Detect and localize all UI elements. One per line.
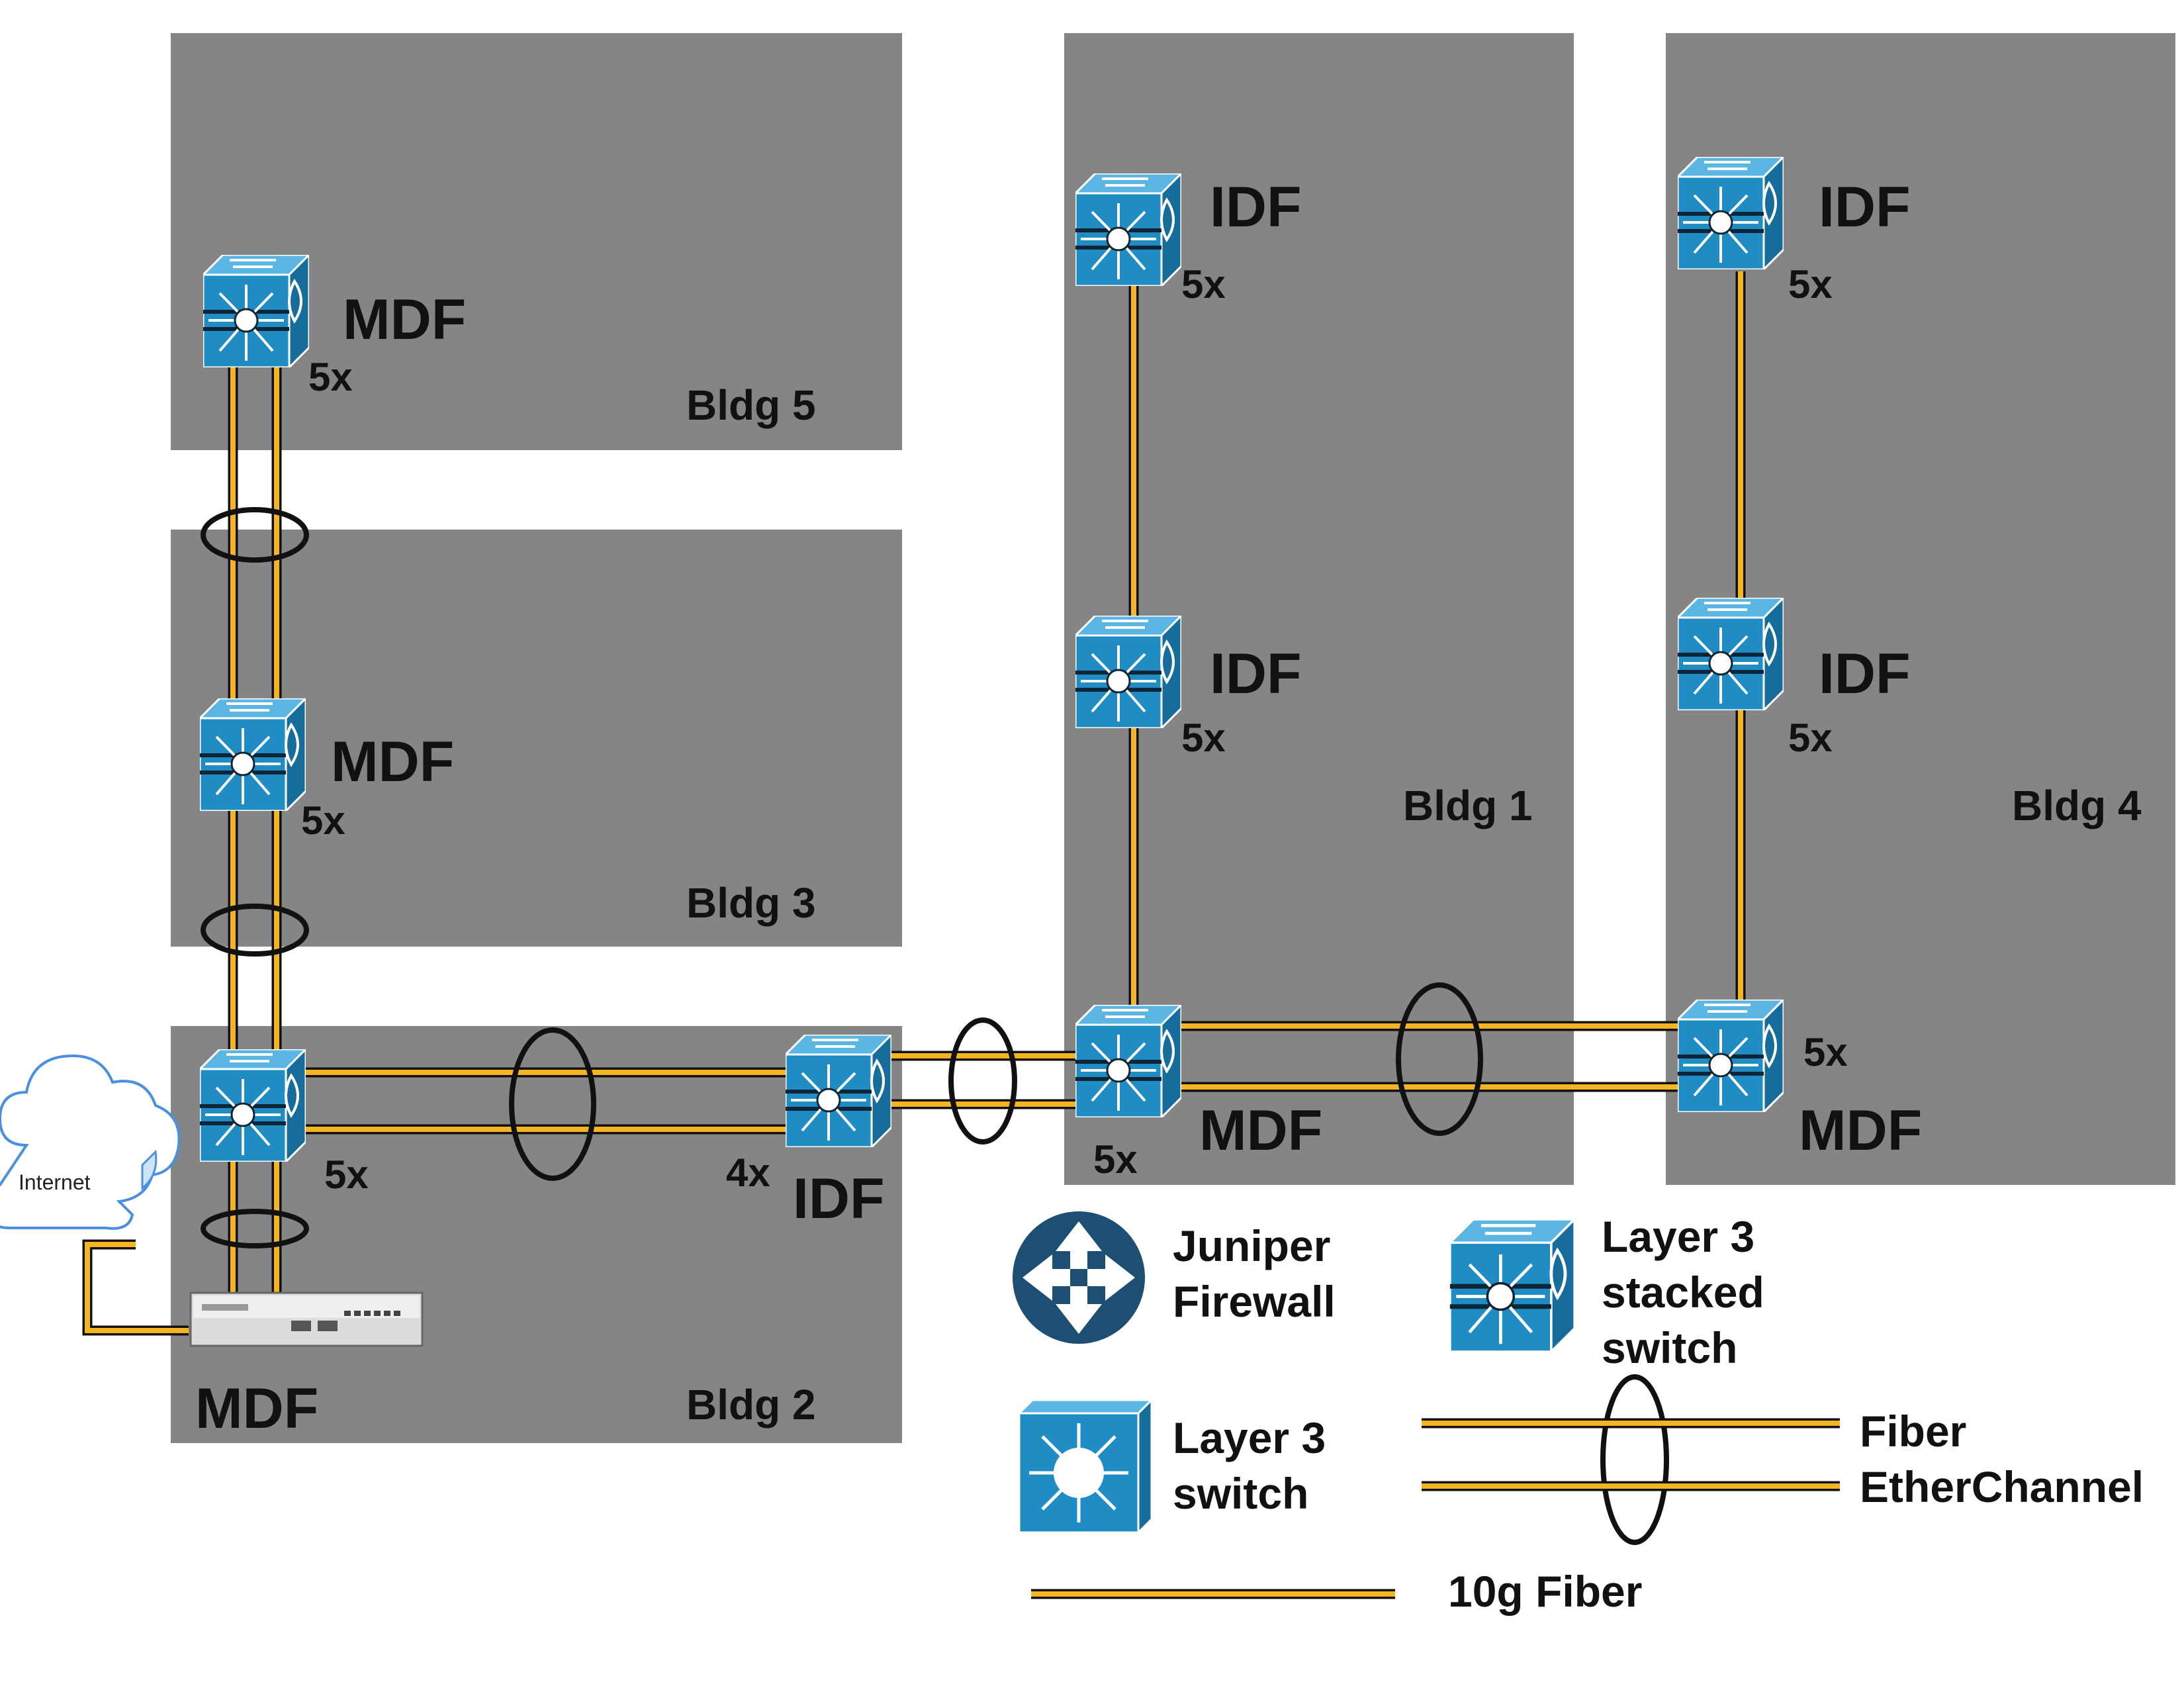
legend-l3-switch-text: Layer 3 switch — [1173, 1410, 1326, 1521]
legend-etherchannel-text: Fiber EtherChannel — [1860, 1403, 2144, 1515]
legend-10g-fiber-text: 10g Fiber — [1448, 1567, 1643, 1616]
node-label-mdf-b3: MDF — [331, 730, 455, 794]
building-1-label: Bldg 1 — [1403, 782, 1533, 829]
stack-count-idf-b4-top: 5x — [1788, 262, 1833, 306]
node-label-mdf-b2: MDF — [195, 1377, 319, 1440]
stack-count-idf-b2: 4x — [726, 1150, 770, 1195]
stack-count-idf-b1-mid: 5x — [1181, 716, 1226, 760]
stack-count-mdf-b2: 5x — [324, 1152, 369, 1197]
legend-stacked-line-1: Layer 3 — [1602, 1212, 1755, 1261]
node-label-mdf-b5: MDF — [343, 288, 467, 352]
stack-count-mdf-b5: 5x — [308, 355, 353, 399]
legend-etherchannel-line-2: EtherChannel — [1860, 1462, 2144, 1511]
building-4-label: Bldg 4 — [2012, 782, 2142, 829]
node-label-idf-b2: IDF — [793, 1167, 885, 1231]
firewall-appliance — [189, 1291, 424, 1347]
legend-firewall-line-2: Firewall — [1173, 1277, 1336, 1326]
legend-stacked-line-3: switch — [1602, 1323, 1738, 1372]
stack-count-mdf-b1: 5x — [1093, 1137, 1138, 1182]
building-5-label: Bldg 5 — [686, 381, 816, 429]
legend-l3-line-1: Layer 3 — [1173, 1413, 1326, 1462]
legend-etherchannel-line-1: Fiber — [1860, 1407, 1967, 1456]
legend-lines — [1031, 1418, 1840, 1599]
internet-label: Internet — [19, 1170, 91, 1194]
legend-stacked-line-2: stacked — [1602, 1268, 1764, 1317]
layer3-switch-icon — [1019, 1400, 1152, 1532]
node-label-idf-b1-top: IDF — [1210, 175, 1302, 239]
node-label-mdf-b1: MDF — [1199, 1099, 1323, 1162]
node-label-idf-b1-mid: IDF — [1210, 642, 1302, 706]
building-3-label: Bldg 3 — [686, 879, 816, 927]
legend-l3-line-2: switch — [1173, 1469, 1309, 1518]
stack-count-idf-b1-top: 5x — [1181, 262, 1226, 306]
legend-firewall-line-1: Juniper — [1173, 1221, 1331, 1270]
legend-stacked-switch-text: Layer 3 stacked switch — [1602, 1209, 1764, 1376]
cloud-icon — [0, 1054, 181, 1230]
juniper-firewall-icon — [1013, 1211, 1145, 1344]
building-5 — [171, 33, 902, 450]
etherchannel-rings — [201, 507, 1669, 1545]
node-label-mdf-b4: MDF — [1799, 1099, 1923, 1162]
stack-count-idf-b4-mid: 5x — [1788, 716, 1833, 760]
building-2-label: Bldg 2 — [686, 1381, 816, 1429]
legend-firewall-text: Juniper Firewall — [1173, 1218, 1336, 1329]
node-label-idf-b4-top: IDF — [1819, 175, 1911, 239]
stacked-switch-icon — [1450, 1219, 1574, 1352]
stack-count-mdf-b3: 5x — [301, 798, 345, 843]
stack-count-mdf-b4: 5x — [1803, 1030, 1848, 1074]
node-label-idf-b4-mid: IDF — [1819, 642, 1911, 706]
